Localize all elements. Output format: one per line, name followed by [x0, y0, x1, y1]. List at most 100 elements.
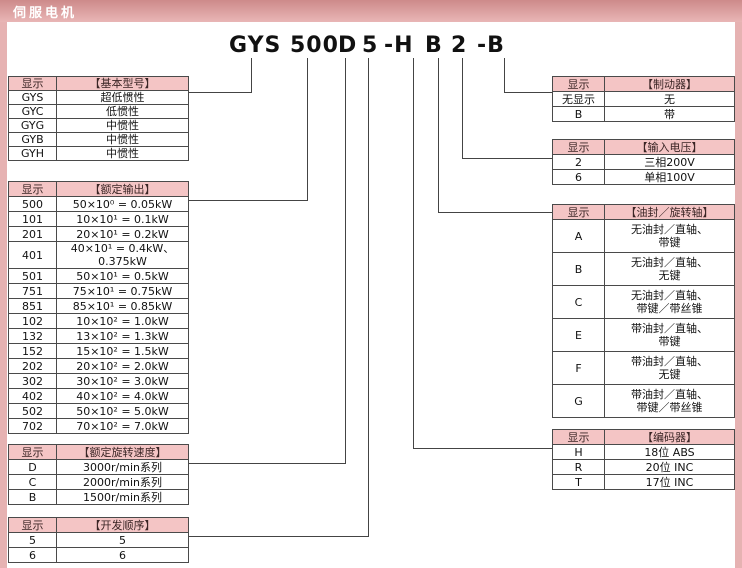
table-header-cell: 【开发顺序】	[56, 517, 189, 533]
table-cell: 5	[8, 532, 57, 548]
table-cell: 15×10² = 1.5kW	[56, 343, 189, 359]
left-border-strip	[0, 0, 7, 568]
model-code-basic-model: GYS	[229, 33, 282, 58]
table-cell: G	[552, 384, 605, 418]
table-cell: A	[552, 219, 605, 253]
table-cell: 70×10² = 7.0kW	[56, 418, 189, 434]
table-cell: GYC	[8, 104, 57, 119]
table-cell: E	[552, 318, 605, 352]
table-header-row: 显示【油封／旋转轴】	[552, 204, 735, 220]
model-code-brake: -B	[477, 33, 505, 58]
table-header-cell: 显示	[8, 181, 57, 197]
table-cell: 1500r/min系列	[56, 489, 189, 505]
table-cell: 带油封／直轴、 带键／带丝锥	[604, 384, 735, 418]
table-cell: 500	[8, 196, 57, 212]
right-border-strip	[735, 0, 742, 568]
table-cell: 751	[8, 283, 57, 299]
connector-speed	[188, 58, 346, 464]
connector-basic-model	[188, 58, 252, 93]
table-cell: 102	[8, 313, 57, 329]
table-header-cell: 【额定输出】	[56, 181, 189, 197]
table-header-cell: 显示	[552, 139, 605, 155]
table-header-cell: 显示	[552, 204, 605, 220]
table-cell: 18位 ABS	[604, 444, 735, 460]
page-title: 伺服电机	[13, 5, 78, 21]
table-cell: 302	[8, 373, 57, 389]
table-header-cell: 【基本型号】	[56, 76, 189, 91]
table-cell: C	[8, 474, 57, 490]
table-cell: 10×10¹ = 0.1kW	[56, 211, 189, 227]
table-cell: 三相200V	[604, 154, 735, 170]
table-header-row: 显示【基本型号】	[8, 76, 189, 91]
model-code-oil-seal: B	[425, 33, 443, 58]
table-cell: 20位 INC	[604, 459, 735, 475]
table-cell: 6	[552, 169, 605, 185]
table-cell: 2000r/min系列	[56, 474, 189, 490]
table-cell: 401	[8, 241, 57, 269]
table-header-row: 显示【开发顺序】	[8, 517, 189, 533]
table-cell: 超低惯性	[56, 90, 189, 105]
table-cell: H	[552, 444, 605, 460]
connector-dev-order	[188, 58, 369, 537]
table-header-cell: 【油封／旋转轴】	[604, 204, 735, 220]
table-cell: GYB	[8, 132, 57, 147]
table-cell: 带油封／直轴、 无键	[604, 351, 735, 385]
connector-rated-output	[188, 58, 308, 201]
table-cell: 5	[56, 532, 189, 548]
table-cell: 10×10² = 1.0kW	[56, 313, 189, 329]
table-cell: 20×10¹ = 0.2kW	[56, 226, 189, 242]
table-cell: 851	[8, 298, 57, 314]
model-code-voltage: 2	[451, 33, 468, 58]
table-cell: B	[552, 252, 605, 286]
table-cell: 带	[604, 106, 735, 122]
table-header-cell: 显示	[8, 517, 57, 533]
table-cell: 152	[8, 343, 57, 359]
table-cell: 无油封／直轴、 带键	[604, 219, 735, 253]
table-cell: 中惯性	[56, 132, 189, 147]
table-header-cell: 显示	[8, 444, 57, 460]
table-cell: 无显示	[552, 91, 605, 107]
table-cell: R	[552, 459, 605, 475]
table-cell: 501	[8, 268, 57, 284]
table-header-row: 显示【输入电压】	[552, 139, 735, 155]
connector-encoder	[413, 58, 553, 449]
table-cell: 40×10¹ = 0.4kW、0.375kW	[56, 241, 189, 269]
table-header-cell: 【额定旋转速度】	[56, 444, 189, 460]
table-cell: T	[552, 474, 605, 490]
table-cell: C	[552, 285, 605, 319]
table-cell: 101	[8, 211, 57, 227]
table-header-row: 显示【制动器】	[552, 76, 735, 92]
table-header-cell: 显示	[8, 76, 57, 91]
